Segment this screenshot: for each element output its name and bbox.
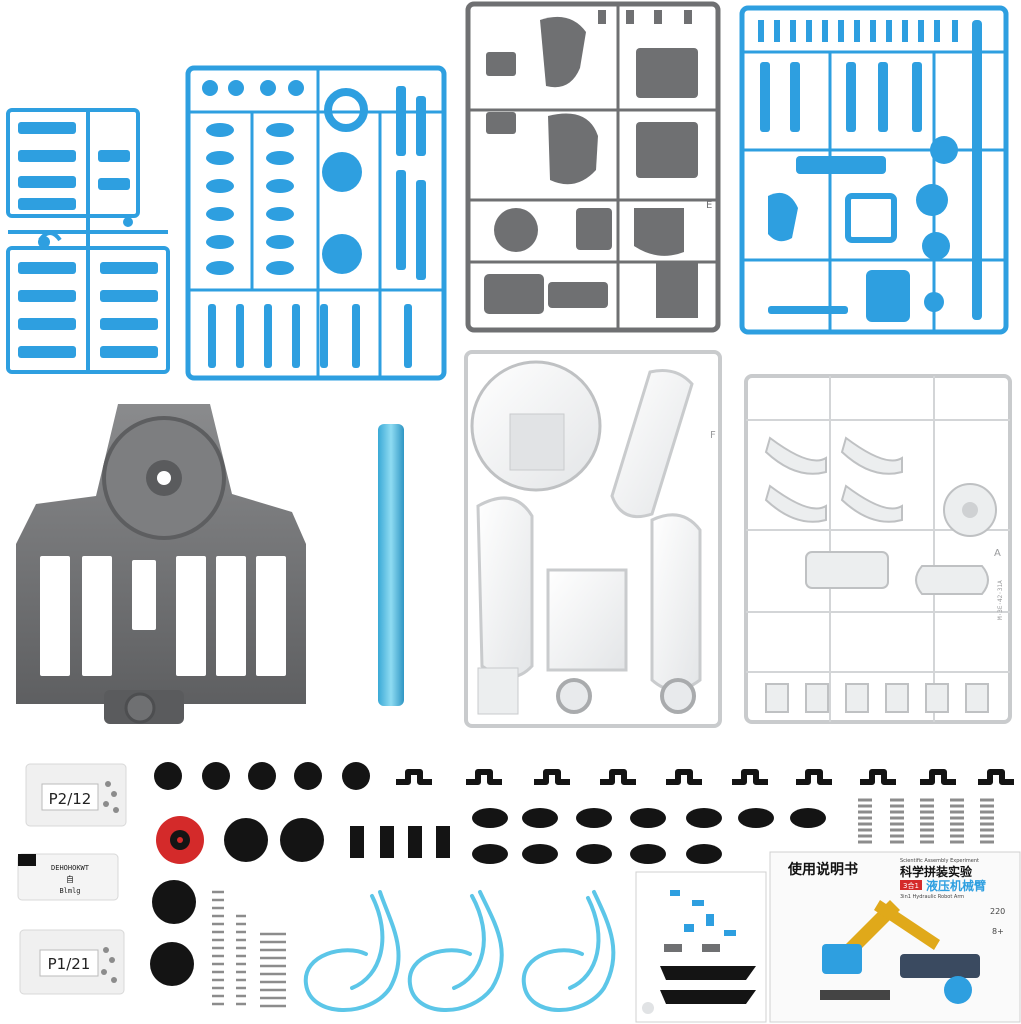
bag-p2-label: P2/12 [49,790,92,808]
manual-box-title1: 科学拼装实验 [900,864,973,879]
grey-sheet-letter: E [706,200,712,211]
white-sheet-side-code: M·3E·42·31A [997,580,1004,620]
bag-note-line1: DEHOHOKWT [51,864,90,872]
blue-sprue-small [6,108,170,374]
bag-p1: P1/21 [19,929,125,995]
bag-lubricant: DEHOHOKWT 自 Blmlg [17,853,119,901]
bag-p1-label: P1/21 [48,955,91,973]
instruction-manual: 使用说明书 Scientific Assembly Experiment 科学拼… [769,851,1021,1023]
bag-note-line3: Blmlg [59,887,80,895]
bag-note-line2: 自 [66,874,74,884]
red-cap [156,816,204,864]
manual-title: 使用说明书 [787,861,858,878]
rubber-caps [150,762,450,986]
manual-robot-arm-image [820,900,980,1004]
cyan-tubes [303,890,616,1012]
manual-box-line1: Scientific Assembly Experiment [900,858,979,864]
bag-p2: P2/12 [25,763,127,827]
manual-box-count: 220 [990,907,1005,916]
springs-long [212,890,286,1008]
manual-box-subtitle: 3in1 Hydraulic Robot Arm [900,894,964,900]
blue-hydraulic-rod [378,424,404,706]
black-clips [396,769,1014,785]
instruction-leaflet [635,871,767,1023]
manual-box-badge: 3合1 [903,881,919,890]
manual-box-title2: 液压机械臂 [926,878,986,893]
black-seals [472,808,826,864]
white-sheet-letter-right: A [994,548,1001,559]
blue-sprue-large [739,5,1009,335]
white-sheet-letter-left: F [710,430,716,441]
grey-sprue: E [465,1,721,333]
springs-short [858,798,994,844]
blue-sprue-medium [185,65,447,381]
white-sprue-left: F [464,350,722,728]
manual-box-age: 8+ [992,927,1004,936]
white-sprue-right: A M·3E·42·31A [744,374,1012,724]
grey-base-frame [16,404,306,724]
